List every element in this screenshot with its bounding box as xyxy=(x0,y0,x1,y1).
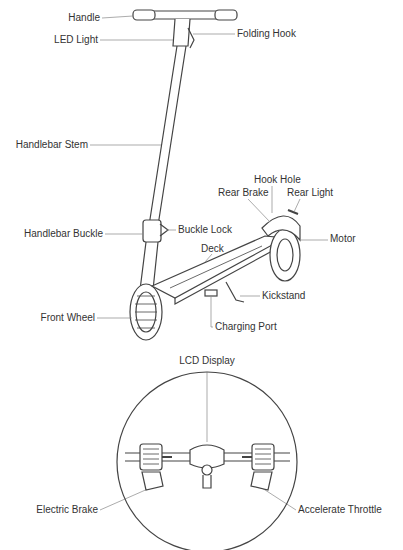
kickstand xyxy=(226,282,244,302)
leader-lines xyxy=(90,16,328,510)
part-label: Accelerate Throttle xyxy=(298,504,382,516)
part-label: Charging Port xyxy=(215,321,277,333)
part-label: Folding Hook xyxy=(237,28,296,40)
handlebar-stem xyxy=(148,46,186,232)
closeup-circle xyxy=(117,372,297,550)
part-label: Handle xyxy=(68,12,100,24)
handlebar xyxy=(133,10,237,48)
part-label: LCD Display xyxy=(179,355,235,367)
part-label: Kickstand xyxy=(262,290,305,302)
part-label: Front Wheel xyxy=(41,312,95,324)
part-label: Electric Brake xyxy=(36,504,98,516)
handlebar-buckle xyxy=(140,220,168,290)
part-label: Deck xyxy=(201,243,224,255)
part-label: LED Light xyxy=(54,34,98,46)
part-label: Rear Brake xyxy=(218,187,269,199)
part-label: Handlebar Stem xyxy=(16,139,88,151)
part-label: Hook Hole xyxy=(254,174,301,186)
front-wheel xyxy=(130,284,162,340)
part-label: Handlebar Buckle xyxy=(24,228,103,240)
part-label: Buckle Lock xyxy=(178,224,232,236)
rear-wheel xyxy=(262,210,300,281)
part-label: Rear Light xyxy=(287,187,333,199)
part-label: Motor xyxy=(330,233,356,245)
